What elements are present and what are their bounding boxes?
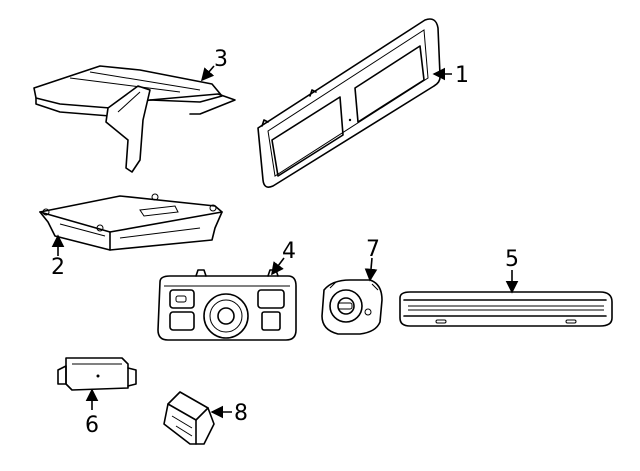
leader-3 xyxy=(200,65,215,82)
part-3-bracket xyxy=(33,65,236,173)
leaders xyxy=(51,65,519,419)
callout-6: 6 xyxy=(85,413,99,438)
part-7-rotary-switch xyxy=(321,279,383,335)
leader-4 xyxy=(271,257,285,276)
callout-8: 8 xyxy=(234,401,248,426)
part-5-trim-strip xyxy=(399,291,613,327)
part-6-small-module xyxy=(57,357,137,391)
leader-7 xyxy=(364,257,378,282)
part-8-connector xyxy=(163,391,215,445)
callout-5: 5 xyxy=(505,247,519,272)
callout-1: 1 xyxy=(455,63,469,88)
callout-labels: 1 2 3 4 5 6 7 8 xyxy=(51,47,519,438)
callout-3: 3 xyxy=(214,47,228,72)
part-4-switch-panel xyxy=(157,269,297,341)
callout-2: 2 xyxy=(51,255,65,280)
part-1-display-panel xyxy=(257,18,441,188)
callout-4: 4 xyxy=(282,239,296,264)
callout-7: 7 xyxy=(366,237,380,262)
part-2-control-module xyxy=(39,193,223,251)
